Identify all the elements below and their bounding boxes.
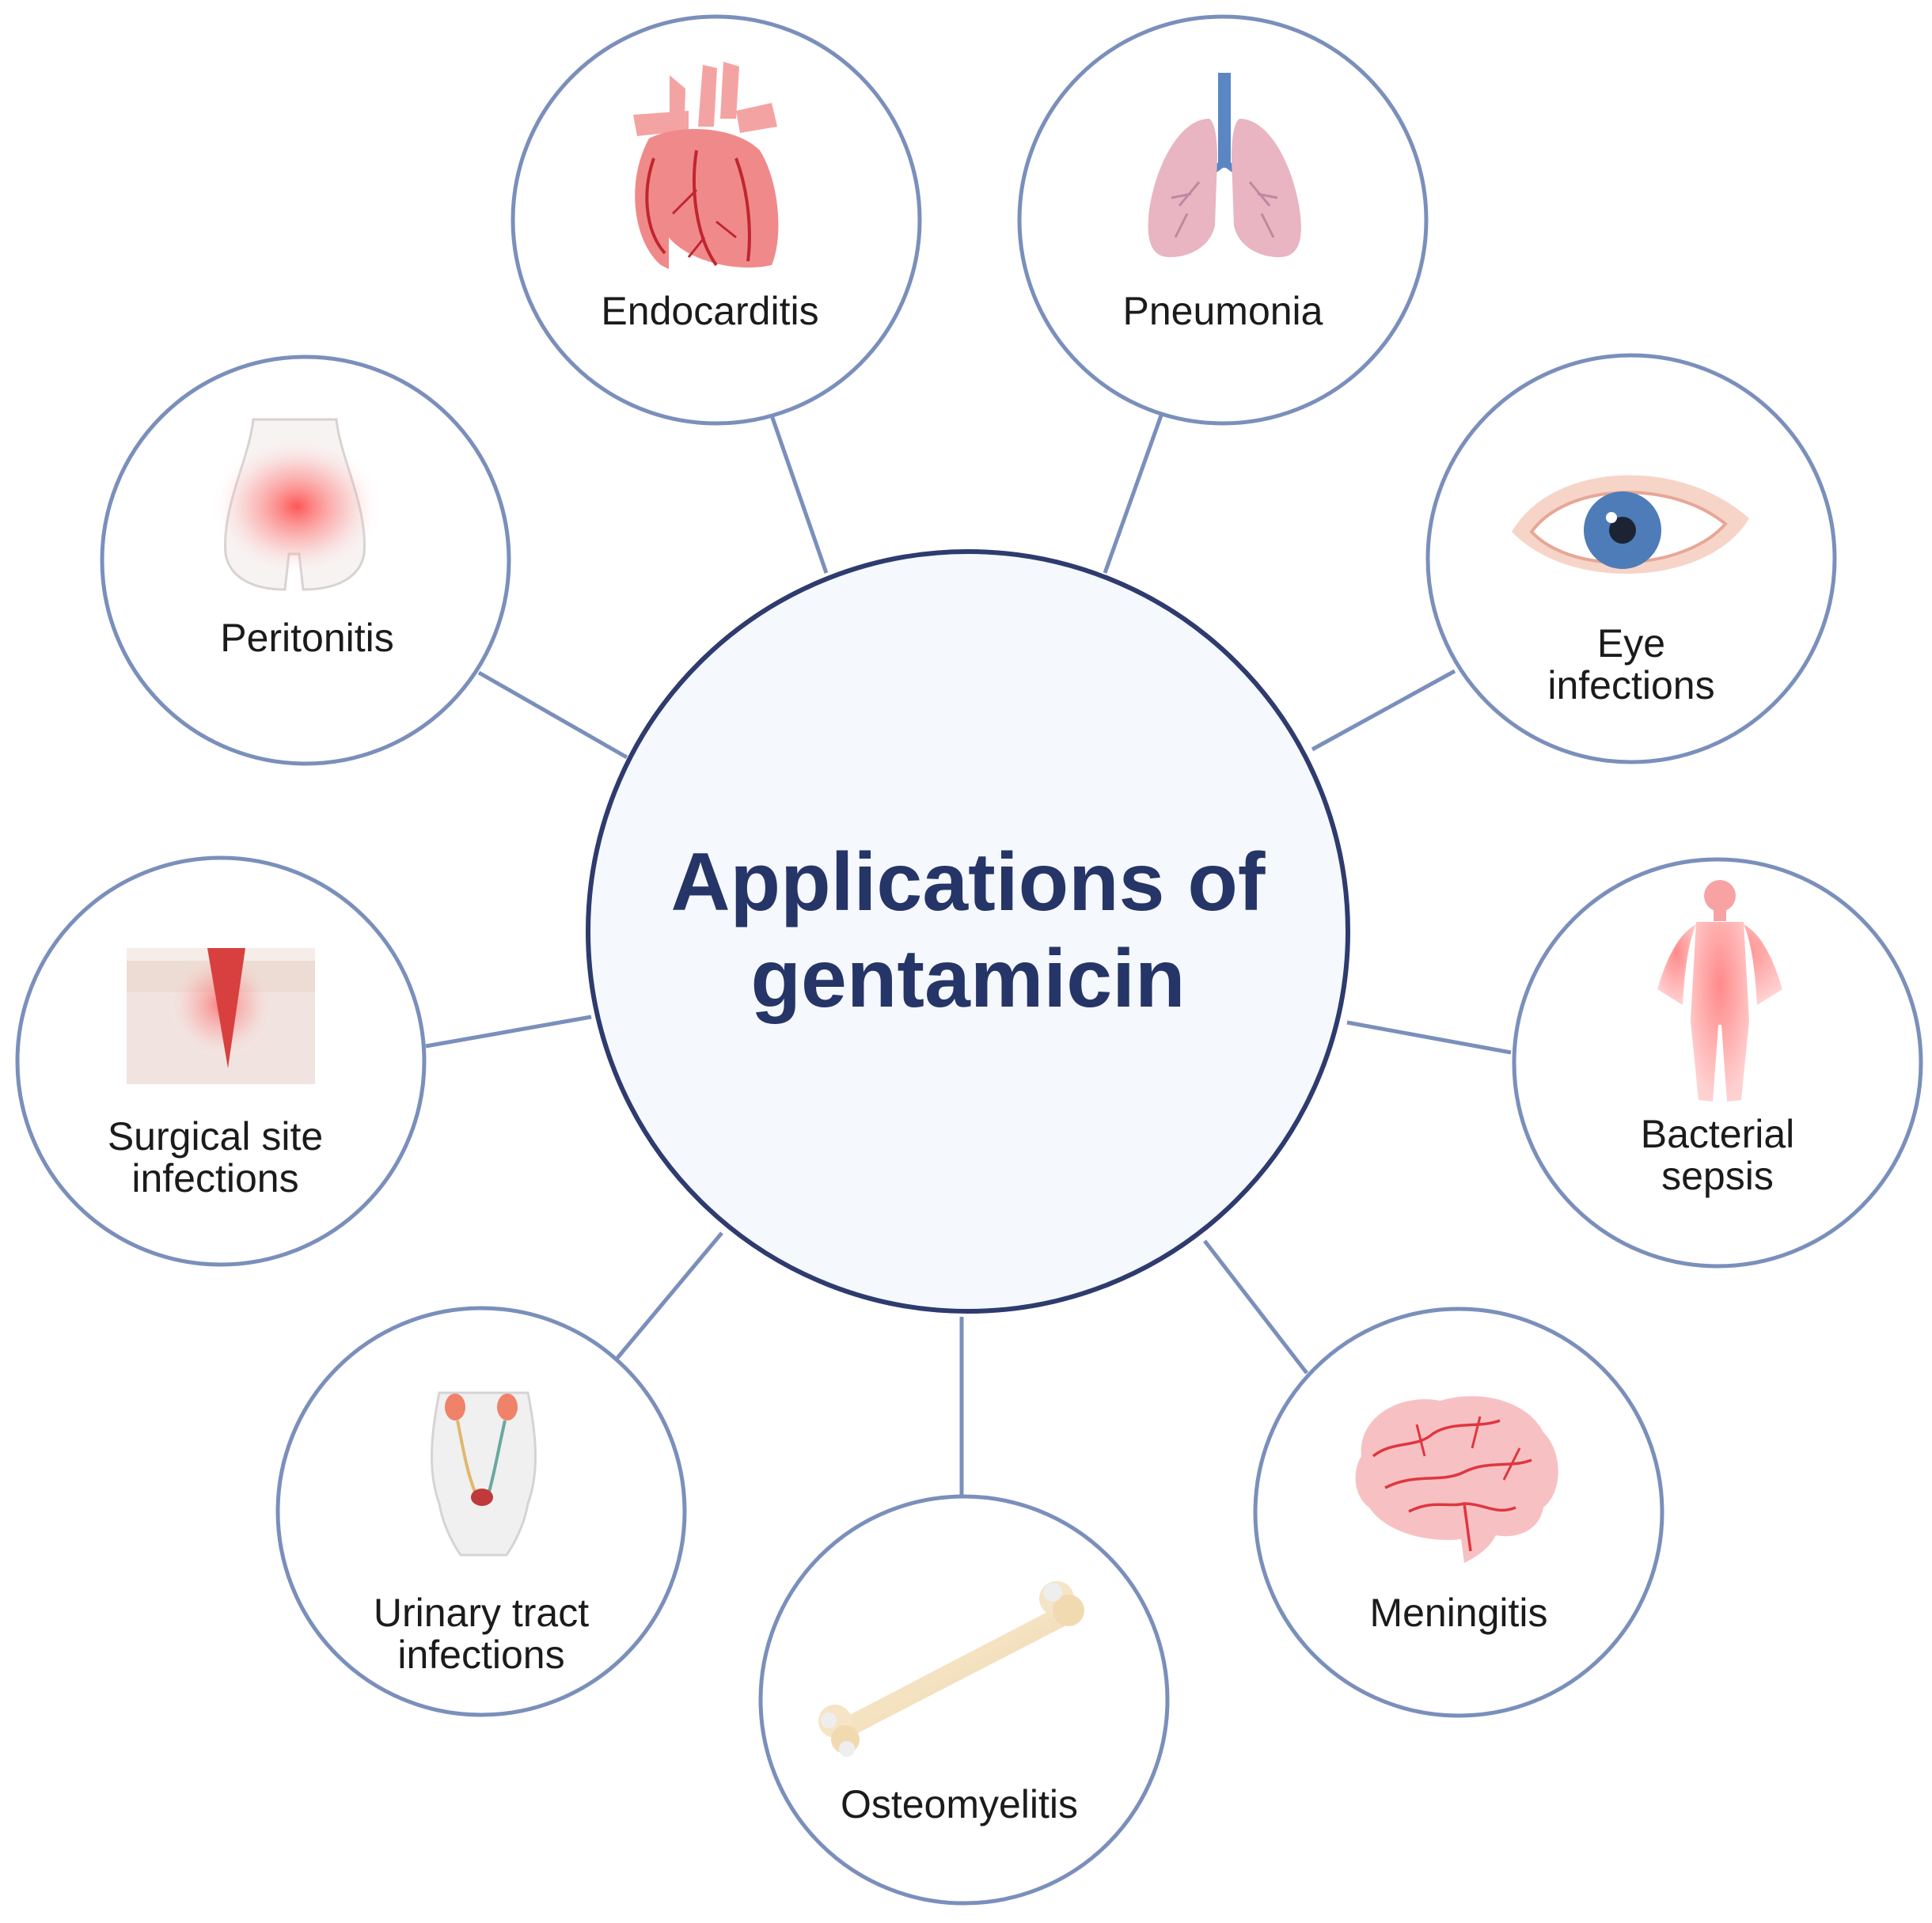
connector-peritonitis [477, 670, 628, 760]
connector-eye-infections [1311, 669, 1456, 752]
node-circle [758, 1494, 1170, 1906]
node-endocarditis: Endocarditis [511, 14, 922, 426]
node-osteomyelitis: Osteomyelitis [758, 1494, 1170, 1906]
node-pneumonia: Pneumonia [1017, 14, 1429, 426]
lungs-icon [1148, 73, 1301, 257]
node-label-line1: Urinary tract [374, 1591, 589, 1635]
node-label-line1: Bacterial [1641, 1112, 1795, 1156]
connector-surgical-site [425, 1015, 592, 1049]
node-label-line1: Meningitis [1369, 1591, 1547, 1635]
human-body-icon [1657, 880, 1782, 1102]
node-peritonitis: Peritonitis [100, 355, 511, 766]
node-circle [1017, 14, 1429, 426]
node-urinary-tract-infections: Urinary tract infections [275, 1306, 687, 1717]
node-label-line1: Peritonitis [220, 616, 394, 660]
node-meningitis: Meningitis [1253, 1307, 1664, 1718]
connector-urinary-tract [616, 1231, 723, 1360]
center-circle [586, 549, 1350, 1314]
node-surgical-site-infections: Surgical site infections [15, 855, 427, 1267]
connector-bacterial-sepsis [1346, 1020, 1512, 1055]
center-title-line2: gentamicin [751, 933, 1186, 1025]
heart-icon [633, 62, 779, 269]
connector-pneumonia [1103, 415, 1163, 574]
connector-endocarditis [769, 415, 829, 574]
connector-lines [425, 415, 1512, 1496]
bone-icon [818, 1581, 1084, 1757]
node-label-line2: infections [397, 1633, 564, 1677]
node-label-line1: Osteomyelitis [841, 1782, 1078, 1826]
abdomen-icon [210, 418, 384, 591]
node-circle [1512, 857, 1923, 1269]
connector-meningitis [1203, 1239, 1308, 1375]
node-label-line2: infections [131, 1156, 298, 1200]
node-label-line2: sepsis [1661, 1154, 1774, 1198]
node-eye-infections: Eye infections [1425, 353, 1837, 764]
wound-icon [127, 948, 315, 1084]
node-label-line1: Eye [1597, 621, 1665, 666]
node-label-line1: Endocarditis [601, 289, 818, 333]
node-label-line1: Pneumonia [1123, 289, 1323, 333]
node-label-line1: Surgical site [108, 1114, 323, 1159]
center-title-line1: Applications of [670, 836, 1265, 928]
node-bacterial-sepsis: Bacterial sepsis [1512, 857, 1923, 1269]
center-node: Applications of gentamicin [586, 549, 1350, 1314]
urinary-tract-icon [431, 1391, 537, 1557]
eye-icon [1512, 475, 1749, 575]
node-label-line2: infections [1547, 663, 1714, 707]
brain-icon [1355, 1396, 1558, 1563]
